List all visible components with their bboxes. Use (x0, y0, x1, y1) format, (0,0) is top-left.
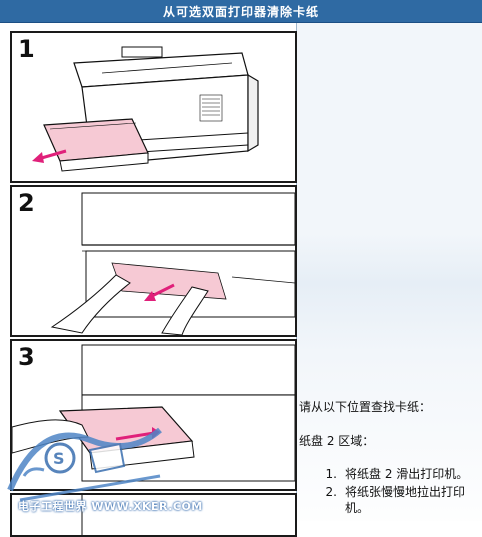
step-illustration-2: 2 (10, 185, 297, 337)
reinsert-tray-illustration (12, 344, 295, 482)
pull-paper-illustration (50, 192, 295, 335)
step-number: 2 (18, 189, 35, 217)
step-list-text: 将纸张慢慢地拉出打印机。 (345, 485, 466, 515)
watermark-text: 电子工程世界 WWW.XKER.COM (18, 500, 203, 513)
step-list-number: 1. (325, 467, 337, 481)
step-number: 3 (18, 343, 35, 371)
step-illustration-1: 1 (10, 31, 297, 183)
instructions-steps: 1. 将纸盘 2 滑出打印机。 2. 将纸张慢慢地拉出打印机。 (299, 466, 479, 518)
list-item: 1. 将纸盘 2 滑出打印机。 (299, 466, 479, 482)
page-title: 从可选双面打印器清除卡纸 (0, 0, 482, 23)
instructions-area-label: 纸盘 2 区域： (299, 434, 375, 448)
instructions-column (297, 23, 482, 521)
instructions-intro: 请从以下位置查找卡纸： (299, 400, 432, 414)
step-list-number: 2. (325, 485, 337, 499)
step-illustration-3: 3 (10, 339, 297, 491)
illustration-column: 1 2 (0, 23, 297, 537)
list-item: 2. 将纸张慢慢地拉出打印机。 (299, 484, 479, 516)
step-list-text: 将纸盘 2 滑出打印机。 (345, 467, 469, 481)
step-number: 1 (18, 35, 35, 63)
printer-tray-out-illustration (32, 46, 259, 172)
